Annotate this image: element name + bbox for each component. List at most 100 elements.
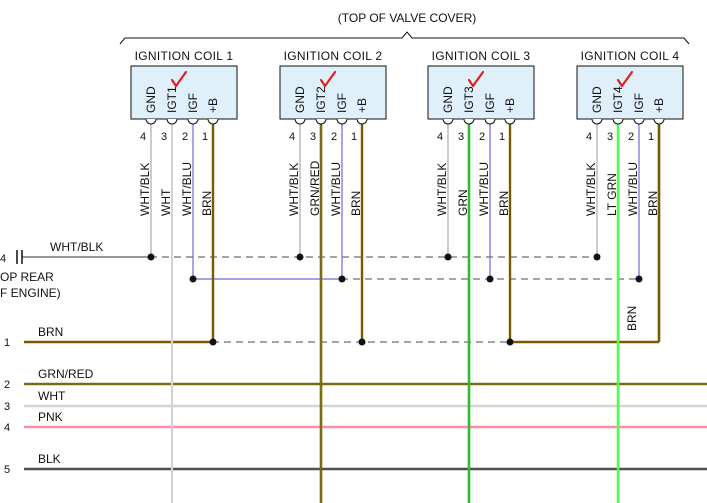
terminal [166,118,178,125]
pin-number: 2 [331,131,337,143]
pin-label-gnd: GND [293,86,307,113]
terminal [336,118,348,125]
splice-dot [296,253,304,261]
ground-location-2: F ENGINE) [0,286,61,300]
pin-number: 1 [351,131,357,143]
terminal [145,118,157,125]
pin-number: 2 [479,131,485,143]
pin-label-igt2: IGT2 [314,86,328,113]
pin-number: 2 [182,131,188,143]
splice-dot [593,253,601,261]
coil-title: IGNITION COIL 4 [581,49,680,63]
pin-number: 3 [458,131,464,143]
wire-color-label: WHT/BLK [435,163,449,216]
ground-wire-label: WHT/BLK [50,240,103,254]
terminal [484,118,496,125]
splice-dot [358,338,366,346]
pin-number: 3 [310,131,316,143]
bus-number-3: 3 [4,401,10,413]
pin-label-igf: IGF [186,93,200,113]
terminal [591,118,603,125]
bus-number-2: 2 [4,379,10,391]
terminal [356,118,368,125]
valve-cover-label: (TOP OF VALVE COVER) [338,11,476,25]
terminal [504,118,516,125]
pin-label-gnd: GND [441,86,455,113]
wire-color-label: BRN [200,191,214,216]
wire-color-label: BRN [349,191,363,216]
ground-number: 4 [0,253,6,265]
pin-label-plus-b: +B [206,98,220,113]
terminal [315,118,327,125]
wire-color-label: GRN/RED [308,160,322,216]
pin-number: 1 [202,131,208,143]
wire-color-label: WHT [159,188,173,216]
splice-dot [338,275,346,283]
coil-title: IGNITION COIL 1 [135,49,234,63]
pin-label-igf: IGF [632,93,646,113]
pin-label-igt3: IGT3 [462,86,476,113]
terminal [294,118,306,125]
pin-number: 4 [289,131,295,143]
terminal [653,118,665,125]
pin-label-igt1: IGT1 [165,86,179,113]
bus-number-1: 1 [4,337,10,349]
pin-number: 1 [648,131,654,143]
pin-label-igf: IGF [483,93,497,113]
terminal [612,118,624,125]
terminal [463,118,475,125]
check-mark-icon [170,70,188,88]
splice-dot [506,338,514,346]
wire-color-label: WHT/BLK [584,163,598,216]
splice-dot [189,275,197,283]
terminal [442,118,454,125]
pin-label-plus-b: +B [652,98,666,113]
pin-number: 4 [586,131,592,143]
wire-color-label: GRN [456,189,470,216]
valve-cover-bracket [119,31,690,45]
coil-title: IGNITION COIL 3 [432,49,531,63]
wire-color-label: WHT/BLU [626,162,640,216]
brn-drop-label: BRN [625,306,639,331]
pin-number: 3 [161,131,167,143]
bus-label-wht: WHT [38,389,66,403]
pin-label-gnd: GND [144,86,158,113]
splice-dot [444,253,452,261]
wire-color-label: WHT/BLU [180,162,194,216]
bus-label-brn: BRN [38,325,63,339]
check-mark-icon [467,70,485,88]
wire-color-label: BRN [497,191,511,216]
wire-color-label: WHT/BLK [138,163,152,216]
pin-number: 1 [499,131,505,143]
ignition-coil-2: IGNITION COIL 2GND4WHT/BLKIGT23GRN/REDIG… [279,49,387,346]
terminal [187,118,199,125]
wire-color-label: WHT/BLK [287,163,301,216]
terminal [207,118,219,125]
wire-color-label: LT GRN [605,173,619,216]
pin-label-plus-b: +B [503,98,517,113]
pin-number: 2 [628,131,634,143]
ignition-coil-3: IGNITION COIL 3GND4WHT/BLKIGT33GRNIGF2WH… [427,49,535,346]
pin-label-igt4: IGT4 [611,86,625,113]
pin-label-plus-b: +B [355,98,369,113]
splice-dot [486,275,494,283]
check-mark-icon [616,70,634,88]
bus-label-grn-red: GRN/RED [38,367,94,381]
pin-number: 4 [140,131,146,143]
wire-color-label: WHT/BLU [329,162,343,216]
splice-dot [147,253,155,261]
pin-number: 4 [437,131,443,143]
splice-dot [209,338,217,346]
pin-label-gnd: GND [590,86,604,113]
bus-label-pnk: PNK [38,410,63,424]
pin-number: 3 [607,131,613,143]
splice-dot [635,275,643,283]
check-mark-icon [319,70,337,88]
wire-color-label: BRN [646,191,660,216]
ground-location-1: OP REAR [0,270,54,284]
bus-number-4: 4 [4,422,10,434]
